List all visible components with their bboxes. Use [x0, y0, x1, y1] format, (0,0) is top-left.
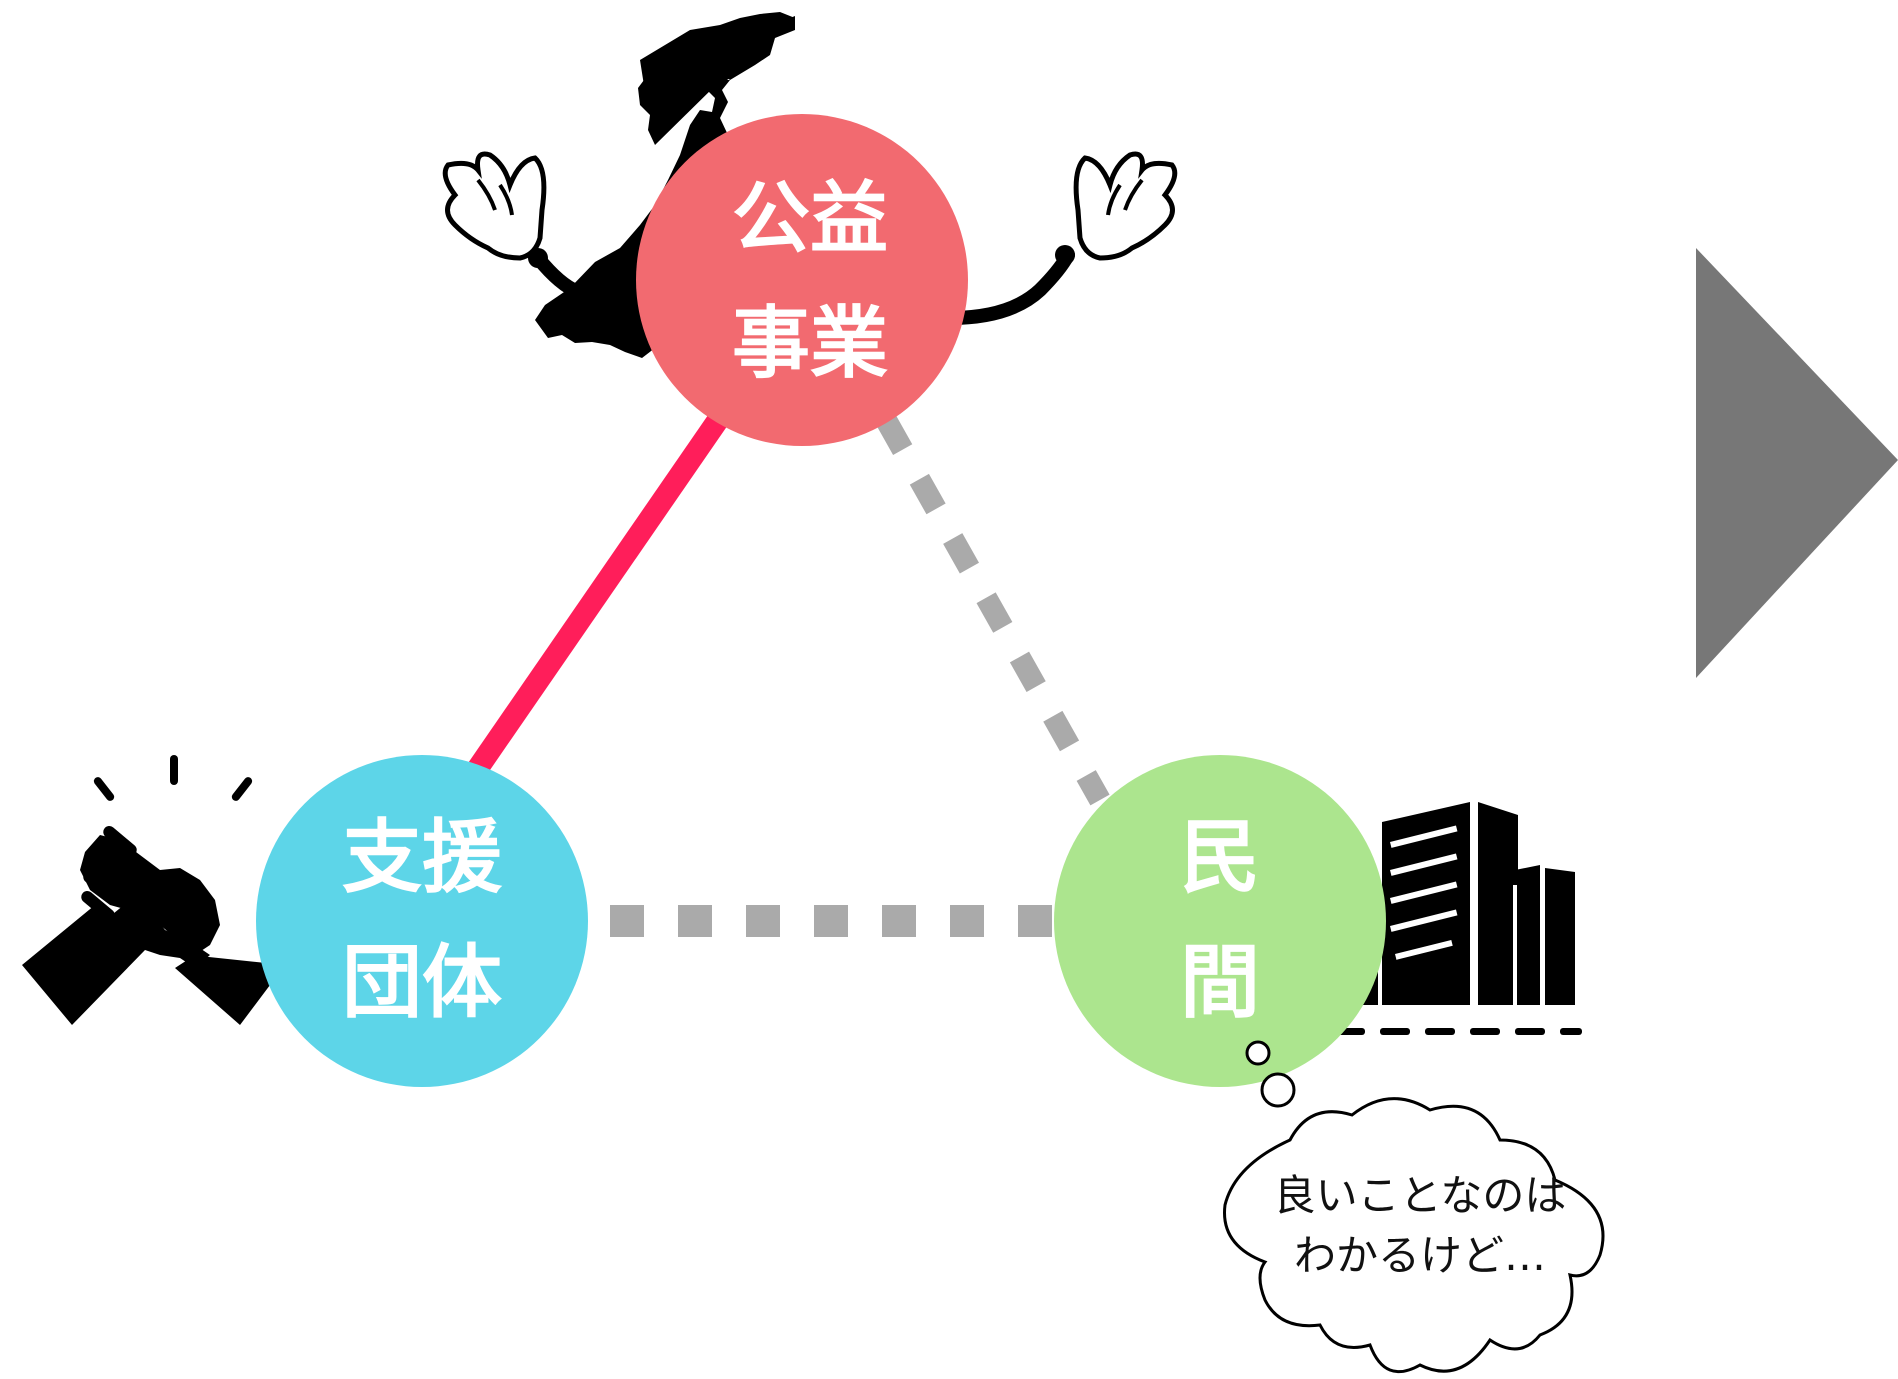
prefecture-peninsula: [640, 12, 795, 118]
handshake-icon: [22, 755, 285, 1025]
thought-bubble: 良いことなのは わかるけど…: [1223, 1040, 1605, 1374]
link-public-support: [468, 413, 728, 775]
node-support: 支援 団体: [256, 755, 588, 1087]
node-support-label-line1: 支援: [342, 811, 503, 904]
node-support-label-line2: 団体: [342, 936, 502, 1029]
thought-bubble-line2: わかるけど…: [1294, 1231, 1546, 1280]
play-triangle-icon: [1696, 248, 1898, 678]
node-private-label-line1: 民: [1180, 811, 1260, 904]
mascot-right-arm: [943, 248, 1075, 325]
thought-cloud: [1223, 1097, 1605, 1374]
left-glove: [442, 151, 548, 268]
thought-bubble-line1: 良いことなのは: [1274, 1171, 1567, 1220]
ground-dashes: [1325, 1028, 1582, 1035]
node-public: 公益 事業: [636, 114, 968, 446]
right-glove: [1055, 151, 1178, 265]
node-private-label-line2: 間: [1180, 936, 1260, 1029]
node-private: 民 間: [1054, 755, 1386, 1087]
link-public-private: [876, 414, 1110, 806]
node-public-label-line2: 事業: [732, 299, 888, 389]
node-public-label-line1: 公益: [732, 174, 888, 264]
